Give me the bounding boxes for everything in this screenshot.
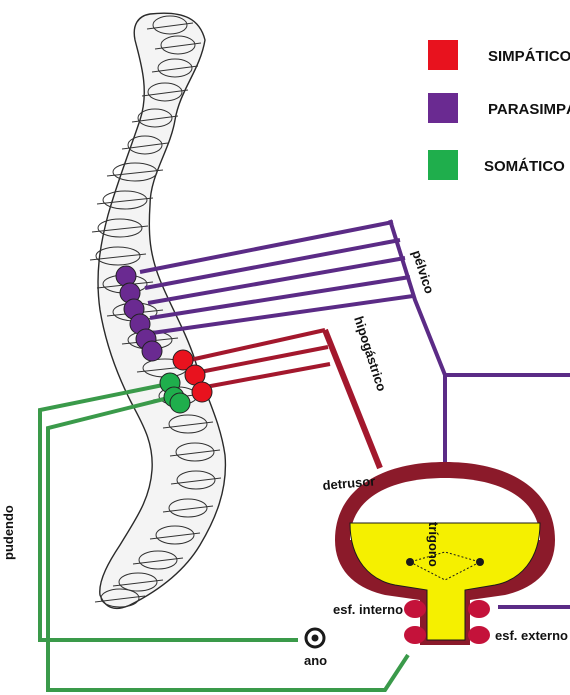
legend-swatch-sympathetic (428, 40, 458, 70)
internal-sphincter-left (404, 600, 426, 618)
trigone-label: trígono (426, 522, 441, 567)
legend-label-sympathetic: SIMPÁTICO (488, 48, 570, 65)
legend-label-parasympathetic: PARASIMPÁTICO (488, 101, 570, 118)
somatic-segment (170, 393, 190, 413)
symp-fiber-1 (190, 330, 325, 360)
para-fiber-5 (152, 296, 413, 333)
external-sphincter-label: esf. externo (495, 628, 568, 643)
internal-sphincter-label: esf. interno (333, 602, 403, 617)
internal-sphincter-right (468, 600, 490, 618)
legend-label-somatic: SOMÁTICO (484, 158, 565, 175)
sympathetic-segment (192, 382, 212, 402)
ureter-orifice-left (406, 558, 414, 566)
parasympathetic-segment (142, 341, 162, 361)
legend-swatch-parasympathetic (428, 93, 458, 123)
hypogastric-nerve-label: hipogástrico (351, 314, 389, 393)
legend: SIMPÁTICO PARASIMPÁTICO SOMÁTICO (428, 40, 570, 180)
urinary-bladder (335, 462, 555, 645)
anus-inner (312, 635, 319, 642)
external-sphincter-right (468, 626, 490, 644)
external-sphincter-left (404, 626, 426, 644)
anus-label: ano (304, 653, 327, 668)
ureter-orifice-right (476, 558, 484, 566)
legend-swatch-somatic (428, 150, 458, 180)
anus (306, 629, 324, 647)
pudendal-nerve-label: pudendo (1, 505, 16, 560)
